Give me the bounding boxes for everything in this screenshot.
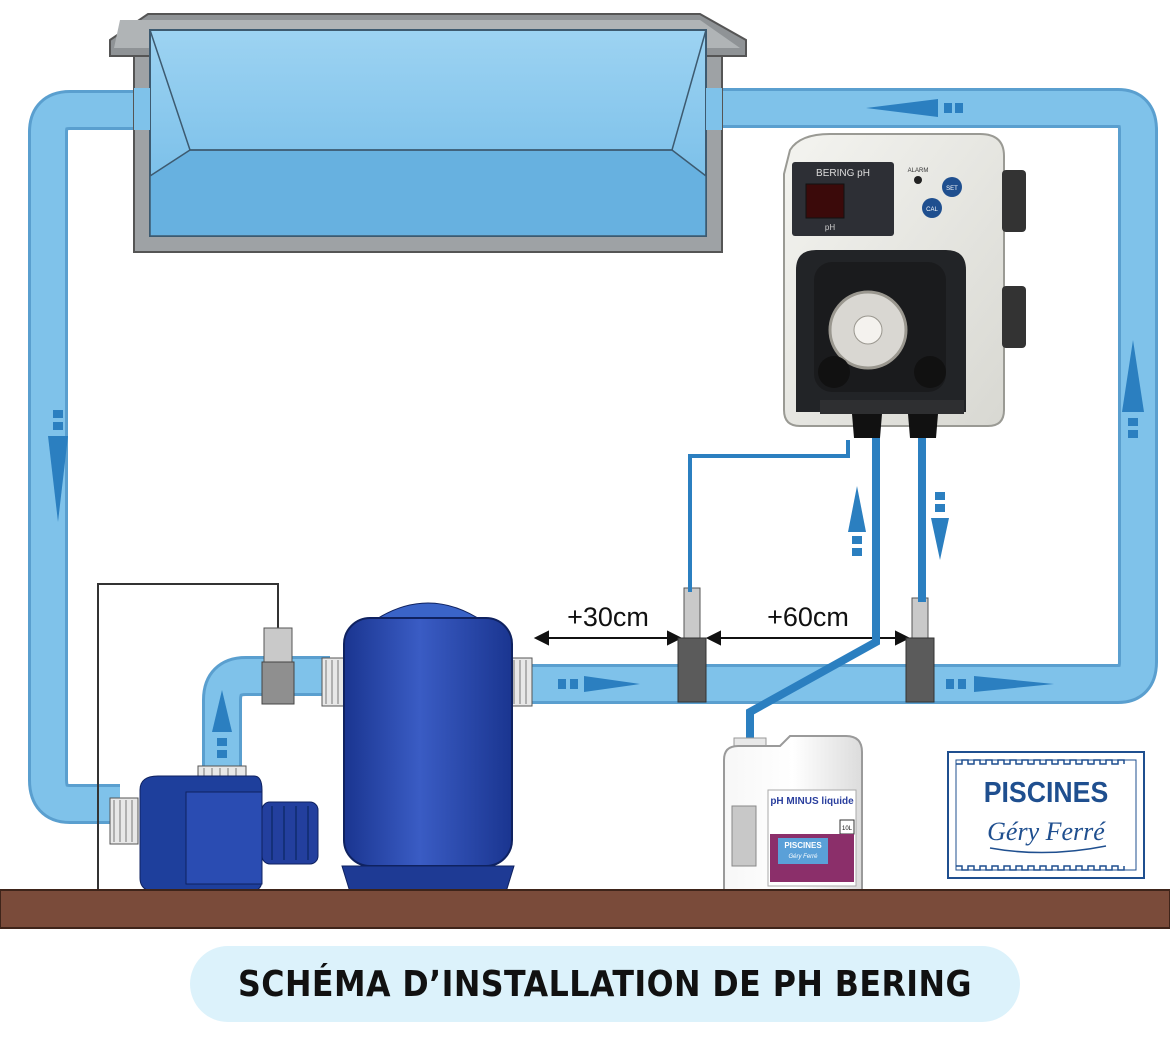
caption-banner: SCHÉMA D’INSTALLATION DE PH BERING [190, 946, 1020, 1022]
distance-label-30cm: +30cm [567, 602, 649, 632]
arrow-top-return [866, 99, 963, 117]
probe-fittings [261, 587, 935, 705]
set-button-label: SET [946, 186, 958, 192]
logo-line1: PISCINES [984, 776, 1109, 808]
cal-button-label: CAL [926, 207, 938, 213]
controller-set-button [942, 177, 962, 197]
distance-label-60cm: +60cm [767, 602, 849, 632]
controller-cal-button [922, 198, 942, 218]
piscines-gery-ferre-logo: PISCINES Géry Ferré [947, 751, 1145, 879]
distance-markers [533, 630, 911, 646]
ph-controller: BERING pH pH ALARM SET CAL [783, 133, 1026, 438]
ground [0, 889, 1170, 929]
swimming-pool [109, 13, 747, 253]
canister-product-label: pH MINUS liquide [770, 796, 854, 807]
caption-title: SCHÉMA D’INSTALLATION DE PH BERING [238, 963, 972, 1005]
flow-arrows [48, 99, 1144, 758]
canister-brand-sub-label: Géry Ferré [788, 854, 818, 860]
canister-volume-label: 10L [842, 826, 853, 832]
arrow-pump-up [212, 690, 232, 758]
canister-brand-label: PISCINES [784, 841, 822, 850]
controller-brand-label: BERING pH [816, 168, 870, 179]
controller-display-label: pH [825, 223, 835, 232]
alarm-led-icon [914, 176, 922, 184]
ph-minus-canister: pH MINUS liquide 10L PISCINES Géry Ferré [723, 735, 863, 891]
arrow-right-up [1122, 340, 1144, 438]
arrow-left-down [48, 410, 68, 522]
arrow-probe-up [848, 486, 866, 556]
arrow-filter-out [558, 676, 640, 692]
sand-filter [321, 602, 533, 893]
installation-diagram: +30cm +60cm BERING pH pH ALARM SET CAL [0, 13, 1170, 929]
arrow-outlet-right [946, 676, 1054, 692]
arrow-injection-down [931, 492, 949, 560]
pool-pump [109, 765, 319, 893]
controller-alarm-label: ALARM [908, 168, 929, 174]
logo-line2: Géry Ferré [987, 817, 1106, 846]
